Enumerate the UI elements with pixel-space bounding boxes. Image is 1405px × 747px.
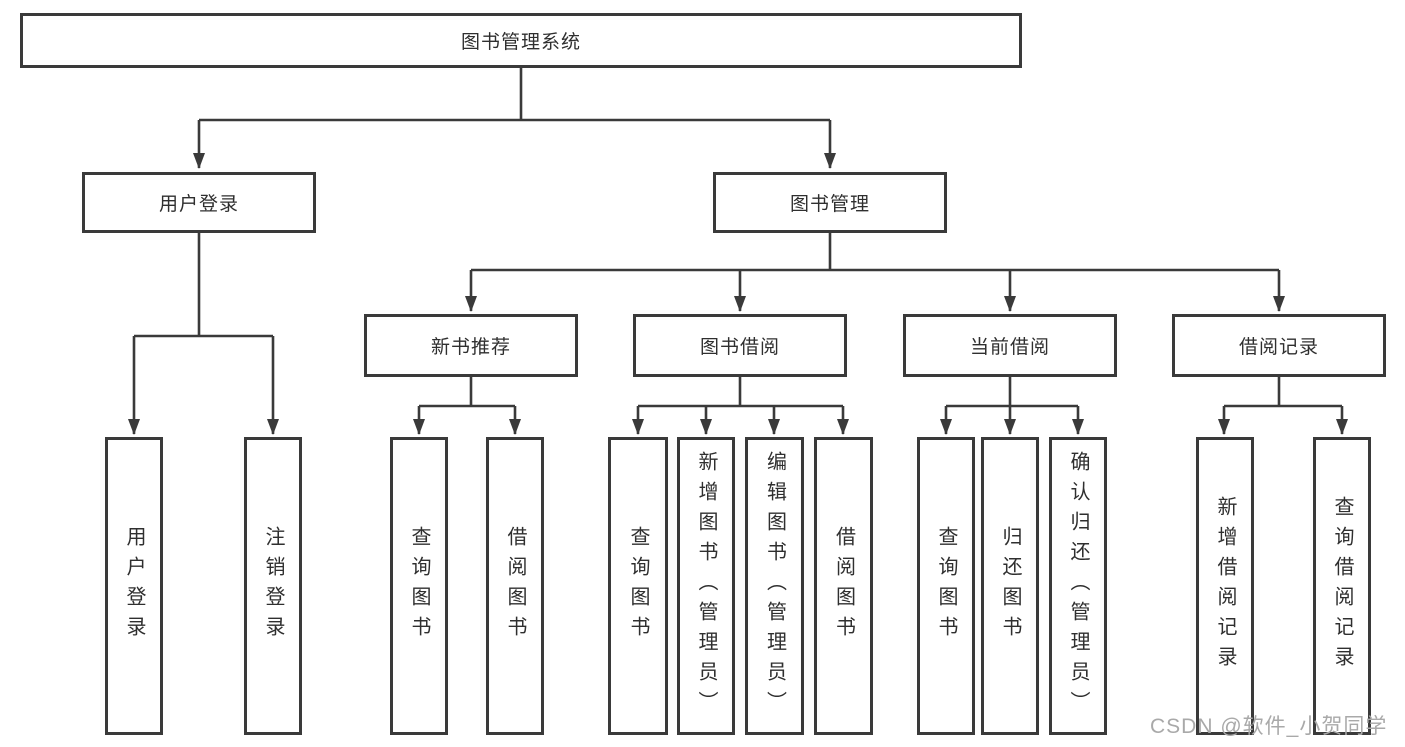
leaf-query-books-1: 查询图书 xyxy=(390,437,448,735)
leaf-add-borrow-record-label: 新增借阅记录 xyxy=(1214,496,1236,676)
leaf-edit-book-admin-label: 编辑图书（管理员） xyxy=(763,451,786,721)
leaf-query-borrow-record: 查询借阅记录 xyxy=(1313,437,1371,735)
leaf-add-book-admin: 新增图书（管理员） xyxy=(677,437,735,735)
leaf-borrow-books-1: 借阅图书 xyxy=(486,437,544,735)
leaf-confirm-return-admin: 确认归还（管理员） xyxy=(1049,437,1107,735)
leaf-borrow-books-2-label: 借阅图书 xyxy=(832,526,855,646)
leaf-add-borrow-record: 新增借阅记录 xyxy=(1196,437,1254,735)
leaf-user-login: 用户登录 xyxy=(105,437,163,735)
node-borrowing-records: 借阅记录 xyxy=(1172,314,1386,377)
leaf-logout-login-label: 注销登录 xyxy=(262,526,284,646)
node-current-borrowing: 当前借阅 xyxy=(903,314,1117,377)
node-user-login: 用户登录 xyxy=(82,172,316,233)
leaf-logout-login: 注销登录 xyxy=(244,437,302,735)
node-book-management: 图书管理 xyxy=(713,172,947,233)
leaf-edit-book-admin: 编辑图书（管理员） xyxy=(745,437,804,735)
csdn-watermark: CSDN @软件_小贺同学 xyxy=(1150,715,1388,738)
leaf-query-borrow-record-label: 查询借阅记录 xyxy=(1331,496,1353,676)
leaf-query-books-1-label: 查询图书 xyxy=(408,526,430,646)
node-library-system: 图书管理系统 xyxy=(20,13,1022,68)
leaf-borrow-books-2: 借阅图书 xyxy=(814,437,873,735)
leaf-query-books-3-label: 查询图书 xyxy=(935,526,957,646)
leaf-confirm-return-admin-label: 确认归还（管理员） xyxy=(1067,451,1089,721)
leaf-add-book-admin-label: 新增图书（管理员） xyxy=(695,451,717,721)
leaf-return-books: 归还图书 xyxy=(981,437,1039,735)
leaf-return-books-label: 归还图书 xyxy=(999,526,1021,646)
node-book-borrowing: 图书借阅 xyxy=(633,314,847,377)
node-new-book-recommend: 新书推荐 xyxy=(364,314,578,377)
leaf-query-books-2-label: 查询图书 xyxy=(627,526,649,646)
leaf-query-books-3: 查询图书 xyxy=(917,437,975,735)
leaf-borrow-books-1-label: 借阅图书 xyxy=(504,526,526,646)
leaf-user-login-label: 用户登录 xyxy=(123,526,145,646)
leaf-query-books-2: 查询图书 xyxy=(608,437,668,735)
